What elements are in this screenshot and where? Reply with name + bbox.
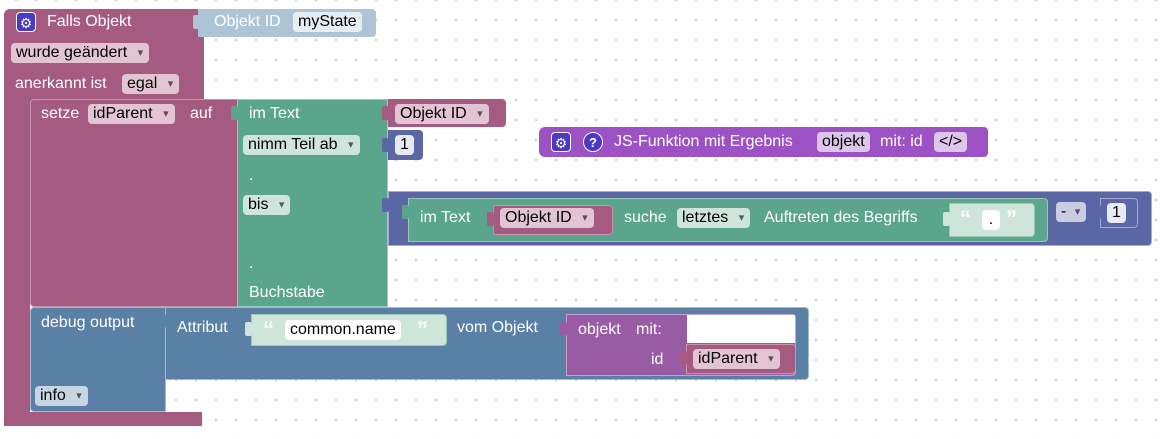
js-function-label: JS-Funktion mit Ergebnis [614, 133, 793, 150]
substring-letter-label: Buchstabe [249, 284, 325, 301]
js-function-help-icon[interactable]: ? [583, 132, 603, 152]
indexof-source-connector [487, 212, 494, 226]
debug-output-label: debug output [41, 314, 135, 331]
js-function-args-label: mit: id [880, 133, 923, 150]
objekt-arg-variable-dropdown[interactable]: idParent [693, 349, 780, 369]
objekt-call-notch [687, 315, 795, 343]
substring-to-mode-dropdown[interactable]: bis [243, 195, 291, 215]
indexof-mode-dropdown[interactable]: letztes [677, 208, 751, 228]
trigger-block-spine [4, 100, 30, 426]
substring-from-number-field[interactable]: 1 [395, 135, 414, 155]
trigger-change-dropdown[interactable]: wurde geändert [11, 43, 150, 63]
debug-level-dropdown[interactable]: info [35, 386, 88, 406]
objekt-arg-connector [680, 351, 687, 365]
substring-from-mode-dropdown[interactable]: nimm Teil ab [243, 135, 360, 155]
substring-dot-2: . [249, 255, 254, 272]
trigger-object-id-label: Objekt ID [214, 13, 281, 30]
set-variable-block[interactable] [30, 99, 238, 307]
set-label: setze [41, 105, 80, 122]
js-function-name-field[interactable]: objekt [817, 132, 870, 152]
substring-dot-1: . [249, 167, 254, 184]
open-quote-icon: “ [263, 317, 274, 342]
trigger-input-connector [193, 15, 200, 29]
trigger-ack-dropdown[interactable]: egal [122, 74, 180, 94]
indexof-in-text-label: im Text [420, 209, 471, 226]
indexof-output-connector [402, 205, 409, 219]
math-output-connector [382, 198, 389, 212]
attribute-string-connector [245, 322, 252, 336]
trigger-object-id-field[interactable]: myState [293, 12, 362, 32]
indexof-source-dropdown[interactable]: Objekt ID [500, 208, 594, 228]
indexof-search-term-field[interactable]: . [982, 210, 1000, 230]
attribute-label: Attribut [177, 319, 228, 336]
substring-source-dropdown[interactable]: Objekt ID [395, 104, 489, 124]
objekt-call-connector [560, 322, 567, 336]
js-function-block[interactable] [539, 127, 988, 157]
from-object-label: vom Objekt [457, 319, 538, 336]
close-quote-icon: ” [417, 317, 428, 342]
objekt-call-arg-label: id [651, 351, 664, 368]
objekt-call-mit-label: mit: [636, 321, 662, 338]
objekt-call-label: objekt [578, 321, 621, 338]
indexof-occurrence-label: Auftreten des Begriffs [764, 209, 918, 226]
math-operand-field[interactable]: 1 [1107, 203, 1126, 223]
substring-source-connector [382, 106, 389, 120]
attribute-value-field[interactable]: common.name [285, 320, 401, 340]
set-variable-dropdown[interactable]: idParent [88, 104, 175, 124]
trigger-gear-icon[interactable]: ⚙ [16, 12, 36, 32]
open-quote-icon: “ [960, 206, 971, 231]
substring-in-text-label: im Text [249, 105, 300, 122]
set-on-label: auf [190, 105, 213, 122]
substring-from-number-connector [382, 138, 389, 152]
math-operand-connector [1094, 205, 1101, 219]
trigger-ack-label: anerkannt ist [15, 75, 107, 92]
js-function-gear-icon[interactable]: ⚙ [551, 132, 571, 152]
js-function-code-icon[interactable]: </> [934, 132, 968, 152]
trigger-title: Falls Objekt [47, 13, 132, 30]
substring-output-connector [231, 106, 238, 120]
indexof-search-string-connector [943, 212, 950, 226]
trigger-block-footer [4, 412, 202, 426]
close-quote-icon: ” [1006, 206, 1017, 231]
attribute-output-connector [159, 314, 166, 328]
math-operator-dropdown[interactable]: - [1056, 202, 1087, 222]
indexof-search-label: suche [624, 209, 667, 226]
